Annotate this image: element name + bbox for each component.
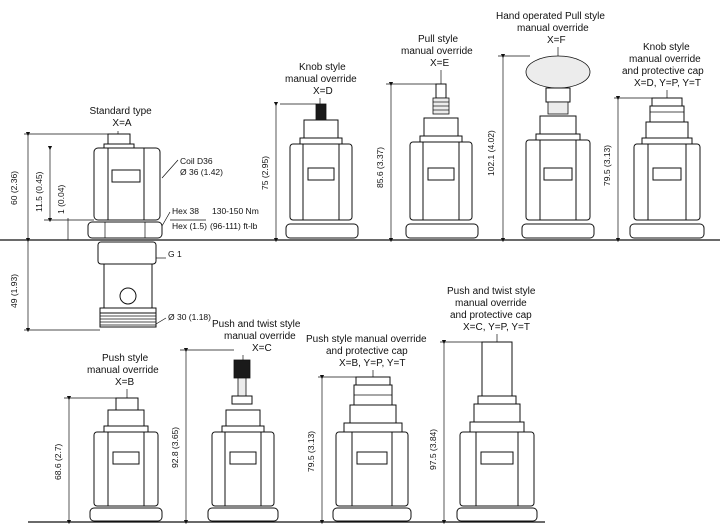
standard-type-valve: Standard type X=A (87, 106, 163, 328)
standard-title: Standard type X=A (89, 106, 154, 129)
label-nose-diameter: Ø 30 (1.18) (168, 312, 211, 322)
dim-push-cap: 79.5 (3.13) (306, 431, 316, 472)
label-hex15: Hex (1.5) (172, 221, 207, 231)
pull-style-title: Pull style manual override X=E (401, 34, 476, 69)
pull-style-valve: Pull style manual override X=E 85.6 (3.3… (375, 34, 479, 243)
push-twist-cap-title: Push and twist style manual override and… (447, 286, 538, 333)
knob-style-valve: Knob style manual override X=D 75 (2.95) (260, 62, 360, 243)
dim-body-length: 49 (1.93) (9, 274, 19, 308)
push-style-title: Push style manual override X=B (87, 353, 162, 388)
dim-hand-pull: 102.1 (4.02) (486, 130, 496, 176)
push-style-valve: Push style manual override X=B 68.6 (2.7… (53, 353, 163, 525)
push-cap-valve: Push style manual override and protectiv… (306, 334, 429, 525)
knob-style-title: Knob style manual override X=D (285, 62, 360, 97)
knob-cap-valve: Knob style manual override and protectiv… (602, 42, 707, 243)
label-coil-diameter: Ø 36 (1.42) (180, 167, 223, 177)
push-twist-valve: Push and twist style manual override X=C… (170, 319, 303, 525)
label-hex38: Hex 38 (172, 206, 199, 216)
hand-pull-title: Hand operated Pull style manual override… (496, 11, 608, 46)
hand-pull-style-valve: Hand operated Pull style manual override… (486, 11, 608, 243)
label-coil: Coil D36 (180, 156, 213, 166)
push-cap-title: Push style manual override and protectiv… (306, 334, 429, 369)
dim-coil-to-hex: 11.5 (0.45) (34, 171, 44, 212)
standard-dimensions: 60 (2.36) 11.5 (0.45) 1 (0.04) 49 (1.93)… (9, 131, 259, 333)
dim-knob-cap: 79.5 (3.13) (602, 145, 612, 186)
label-torque-ftlb: (96-111) ft-lb (210, 221, 258, 231)
dim-knob-style: 75 (2.95) (260, 156, 270, 190)
push-twist-cap-valve: Push and twist style manual override and… (428, 286, 538, 525)
dim-hex-gap: 1 (0.04) (56, 185, 66, 214)
dim-push-twist-cap: 97.5 (3.84) (428, 429, 438, 470)
dim-pull-style: 85.6 (3.37) (375, 147, 385, 188)
label-torque-nm: 130-150 Nm (212, 206, 259, 216)
dim-total-height: 60 (2.36) (9, 171, 19, 205)
dim-push-twist: 92.8 (3.65) (170, 427, 180, 468)
knob-cap-title: Knob style manual override and protectiv… (622, 42, 707, 89)
label-thread: G 1 (168, 249, 182, 259)
push-twist-title: Push and twist style manual override X=C (212, 319, 303, 354)
dim-push-style: 68.6 (2.7) (53, 443, 63, 480)
